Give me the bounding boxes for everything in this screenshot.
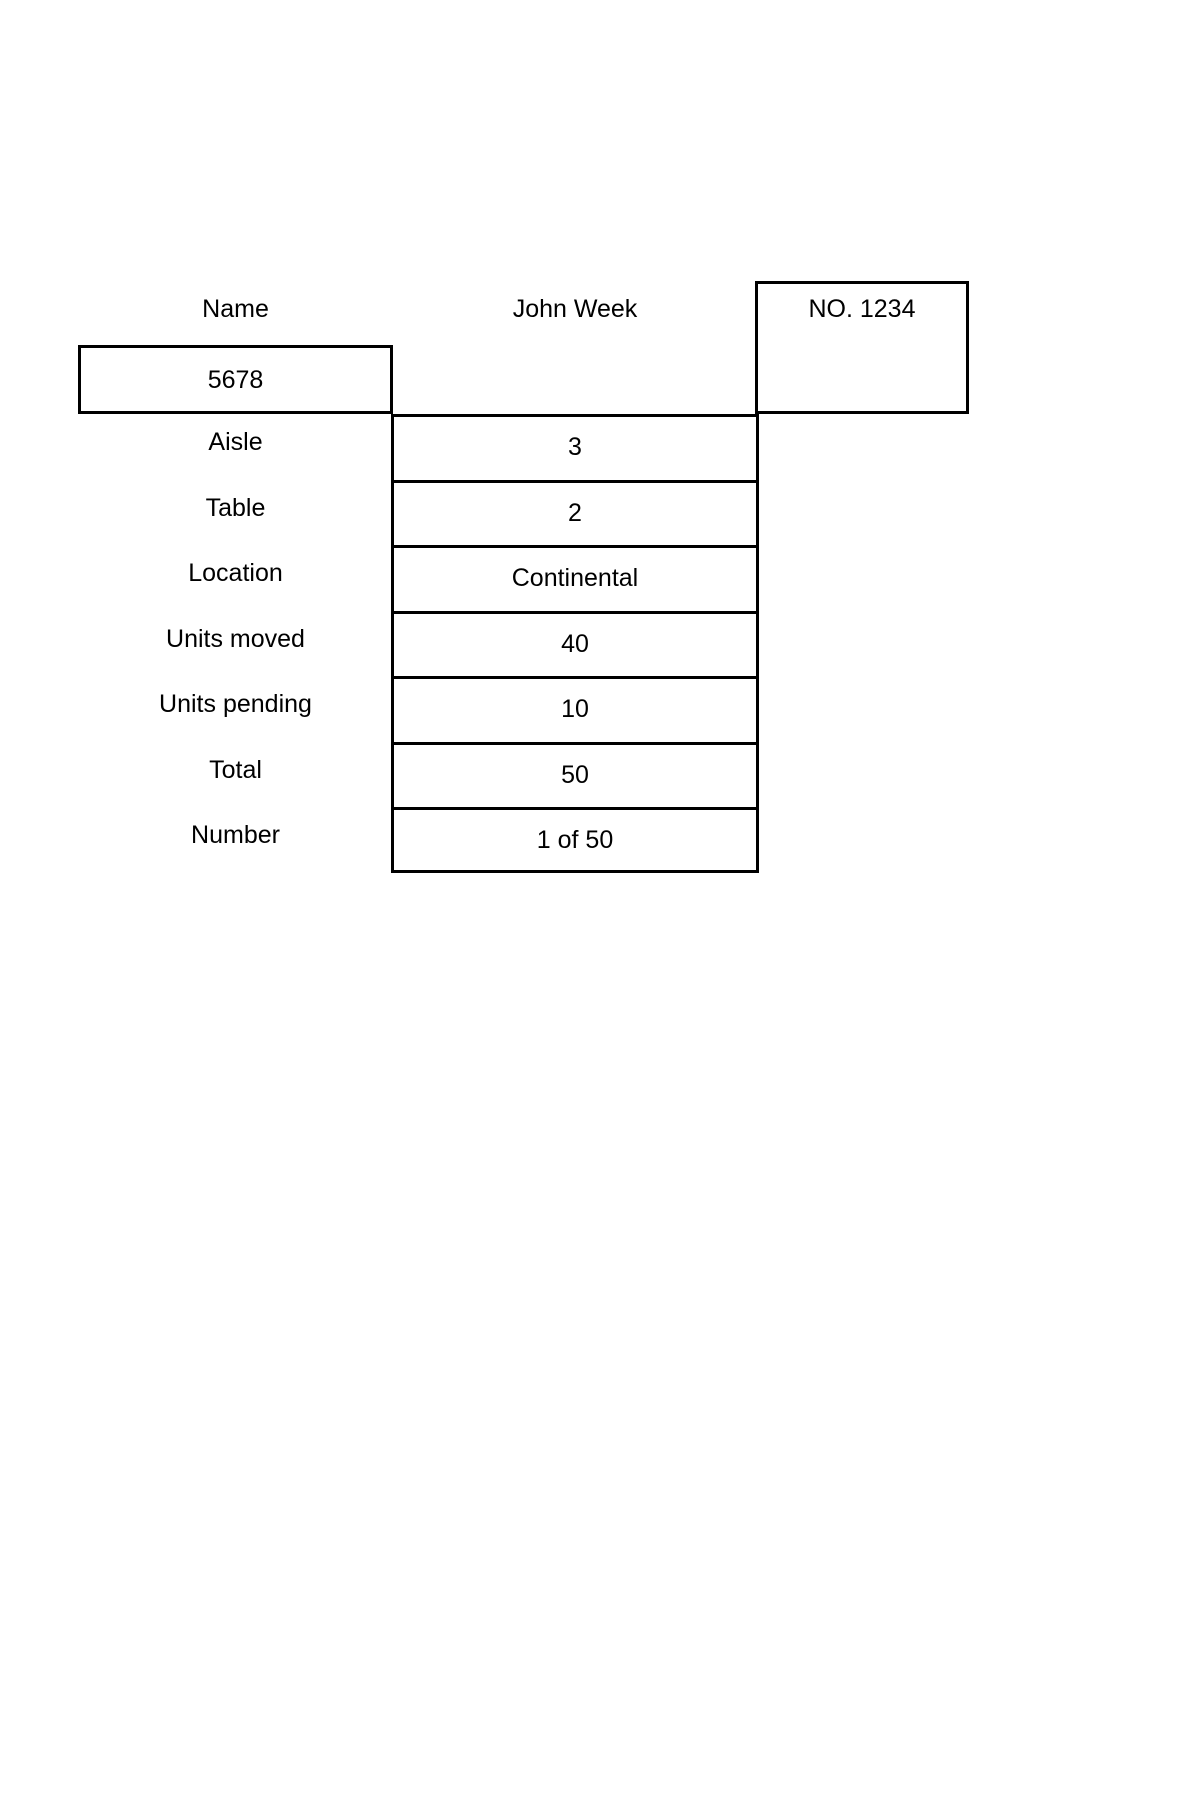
- code-value: 5678: [207, 366, 264, 394]
- detail-rows: Aisle 3 Table 2 Location Continental Uni…: [78, 414, 969, 873]
- table-row: Aisle 3: [78, 414, 969, 480]
- table-row: Units moved 40: [78, 610, 969, 676]
- table-row: Location Continental: [78, 545, 969, 611]
- row-value: 1 of 50: [536, 826, 614, 854]
- row-value-box: 10: [391, 676, 759, 742]
- name-value: John Week: [512, 295, 638, 323]
- name-label: Name: [202, 295, 269, 323]
- table-row: Units pending 10: [78, 676, 969, 742]
- row-value: 3: [568, 433, 582, 461]
- table-row: Total 50: [78, 741, 969, 807]
- number-badge-label: NO. 1234: [808, 295, 916, 323]
- row-label: Table: [205, 493, 266, 522]
- row-label: Location: [188, 559, 283, 587]
- row-value-box: Continental: [391, 545, 759, 611]
- code-box: 5678: [78, 345, 393, 414]
- row-value-box: 2: [391, 479, 759, 545]
- header-band: Name John Week NO. 1234: [78, 281, 969, 341]
- table-row: Number 1 of 50: [78, 807, 969, 873]
- row-label: Units moved: [166, 624, 305, 653]
- row-value: Continental: [511, 564, 639, 592]
- row-label: Total: [209, 755, 262, 784]
- row-value: 40: [561, 629, 589, 658]
- row-value: 2: [568, 498, 582, 527]
- row-value-box: 3: [391, 414, 759, 480]
- row-value: 50: [561, 760, 589, 789]
- row-value-box: 1 of 50: [391, 807, 759, 873]
- row-label: Units pending: [159, 690, 312, 718]
- row-label: Number: [191, 821, 280, 849]
- row-value-box: 40: [391, 610, 759, 676]
- row-value: 10: [561, 695, 589, 723]
- table-row: Table 2: [78, 479, 969, 545]
- row-value-box: 50: [391, 741, 759, 807]
- number-badge-box: [755, 281, 969, 414]
- row-label: Aisle: [208, 428, 263, 456]
